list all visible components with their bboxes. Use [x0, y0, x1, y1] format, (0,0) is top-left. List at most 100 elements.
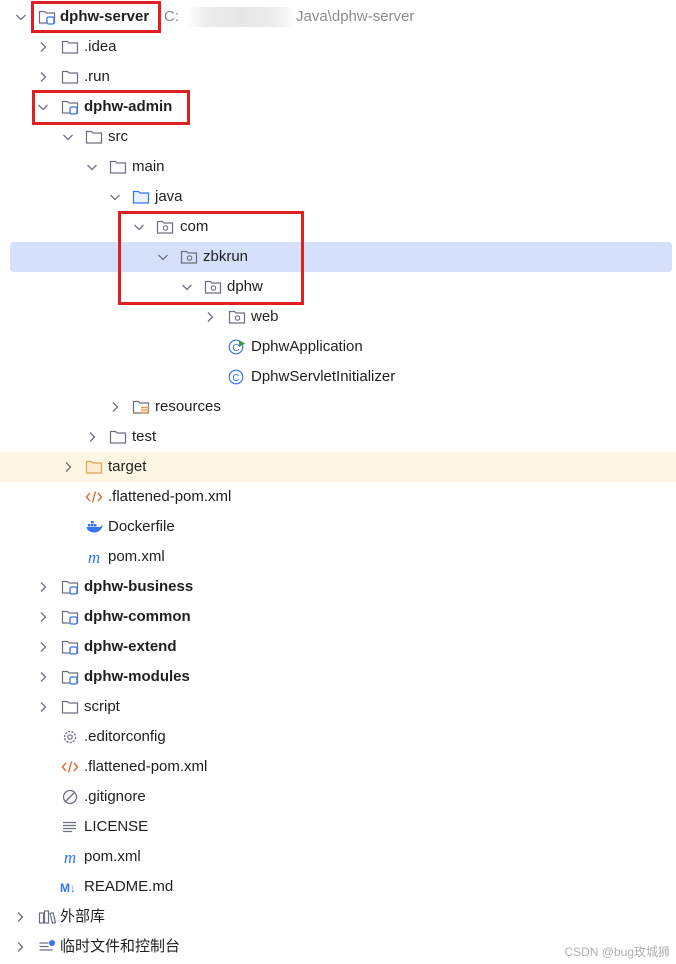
tree-row-dphw-admin[interactable]: dphw-admin — [0, 92, 676, 122]
package-icon — [204, 279, 222, 295]
chevron-right-icon[interactable] — [60, 459, 76, 475]
tree-label: dphw-extend — [84, 638, 177, 655]
tree-label: Dockerfile — [108, 518, 175, 535]
markdown-icon: M↓ — [60, 881, 76, 895]
tree-row-idea[interactable]: .idea — [0, 32, 676, 62]
svg-text:m: m — [88, 549, 100, 565]
tree-label: .flattened-pom.xml — [108, 488, 232, 505]
module-folder-icon — [61, 609, 79, 625]
tree-label: resources — [155, 398, 221, 415]
svg-text:m: m — [64, 849, 76, 865]
xml-file-icon — [85, 489, 103, 505]
svg-text:C: C — [232, 343, 239, 354]
tree-row-dphw-application[interactable]: C DphwApplication — [0, 332, 676, 362]
tree-row-dphw[interactable]: dphw — [0, 272, 676, 302]
module-folder-icon — [61, 99, 79, 115]
scratches-icon — [38, 939, 56, 955]
chevron-down-icon[interactable] — [155, 249, 171, 265]
tree-label: .editorconfig — [84, 728, 166, 745]
chevron-right-icon[interactable] — [12, 909, 28, 925]
watermark: CSDN @bug玫城狮 — [564, 945, 670, 959]
ignore-file-icon — [61, 789, 79, 805]
redacted-path-blur — [186, 7, 296, 27]
tree-row-admin-pom[interactable]: m pom.xml — [0, 542, 676, 572]
svg-text:M↓: M↓ — [60, 881, 76, 895]
root-path-prefix: C: — [164, 8, 179, 25]
tree-row-java[interactable]: java — [0, 182, 676, 212]
tree-row-run[interactable]: .run — [0, 62, 676, 92]
chevron-right-icon[interactable] — [35, 699, 51, 715]
chevron-right-icon[interactable] — [35, 669, 51, 685]
tree-label: dphw-common — [84, 608, 191, 625]
excluded-folder-icon — [85, 459, 103, 475]
tree-row-scratches[interactable]: 临时文件和控制台 — [0, 932, 676, 962]
tree-row-target[interactable]: target — [0, 452, 676, 482]
chevron-down-icon[interactable] — [107, 189, 123, 205]
tree-row-web[interactable]: web — [0, 302, 676, 332]
chevron-right-icon[interactable] — [35, 39, 51, 55]
tree-row-license[interactable]: LICENSE — [0, 812, 676, 842]
tree-row-src[interactable]: src — [0, 122, 676, 152]
spring-boot-class-icon: C — [228, 339, 245, 355]
tree-row-external-libraries[interactable]: 外部库 — [0, 902, 676, 932]
chevron-right-icon[interactable] — [12, 939, 28, 955]
chevron-right-icon[interactable] — [35, 69, 51, 85]
tree-row-script[interactable]: script — [0, 692, 676, 722]
chevron-down-icon[interactable] — [84, 159, 100, 175]
folder-icon — [61, 39, 79, 55]
chevron-right-icon[interactable] — [84, 429, 100, 445]
tree-row-dphw-servlet-initializer[interactable]: C DphwServletInitializer — [0, 362, 676, 392]
resources-folder-icon — [132, 399, 150, 415]
chevron-down-icon[interactable] — [35, 99, 51, 115]
tree-label: zbkrun — [203, 248, 249, 265]
tree-row-gitignore[interactable]: .gitignore — [0, 782, 676, 812]
tree-label: DphwServletInitializer — [251, 368, 396, 385]
tree-row-dphw-extend[interactable]: dphw-extend — [0, 632, 676, 662]
module-folder-icon — [61, 639, 79, 655]
tree-row-com[interactable]: com — [0, 212, 676, 242]
tree-row-root-pom[interactable]: m pom.xml — [0, 842, 676, 872]
tree-label: 外部库 — [60, 908, 106, 925]
module-folder-icon — [61, 669, 79, 685]
folder-icon — [109, 429, 127, 445]
svg-text:C: C — [232, 373, 239, 384]
chevron-right-icon[interactable] — [202, 309, 218, 325]
tree-label: dphw-business — [84, 578, 194, 595]
tree-row-dockerfile[interactable]: Dockerfile — [0, 512, 676, 542]
tree-row-dphw-server[interactable]: dphw-server C: Java\dphw-server — [0, 2, 676, 32]
tree-row-main[interactable]: main — [0, 152, 676, 182]
tree-row-editorconfig[interactable]: .editorconfig — [0, 722, 676, 752]
source-folder-icon — [132, 189, 150, 205]
tree-label: main — [132, 158, 165, 175]
tree-label: dphw — [227, 278, 263, 295]
chevron-right-icon[interactable] — [35, 609, 51, 625]
tree-row-dphw-modules[interactable]: dphw-modules — [0, 662, 676, 692]
tree-row-resources[interactable]: resources — [0, 392, 676, 422]
chevron-down-icon[interactable] — [60, 129, 76, 145]
tree-row-root-flattened-pom[interactable]: .flattened-pom.xml — [0, 752, 676, 782]
tree-row-readme[interactable]: M↓ README.md — [0, 872, 676, 902]
chevron-down-icon[interactable] — [131, 219, 147, 235]
tree-label: .gitignore — [84, 788, 146, 805]
maven-icon: m — [64, 849, 76, 865]
tree-row-dphw-business[interactable]: dphw-business — [0, 572, 676, 602]
chevron-down-icon[interactable] — [179, 279, 195, 295]
tree-row-test[interactable]: test — [0, 422, 676, 452]
tree-label: 临时文件和控制台 — [60, 938, 181, 955]
tree-label: target — [108, 458, 147, 475]
tree-row-admin-flattened-pom[interactable]: .flattened-pom.xml — [0, 482, 676, 512]
package-icon — [180, 249, 198, 265]
tree-label: java — [155, 188, 183, 205]
chevron-down-icon[interactable] — [13, 9, 29, 25]
tree-row-dphw-common[interactable]: dphw-common — [0, 602, 676, 632]
chevron-right-icon[interactable] — [107, 399, 123, 415]
tree-label: README.md — [84, 878, 174, 895]
tree-label: pom.xml — [84, 848, 141, 865]
docker-icon — [85, 519, 103, 535]
gear-icon — [61, 729, 79, 745]
chevron-right-icon[interactable] — [35, 639, 51, 655]
chevron-right-icon[interactable] — [35, 579, 51, 595]
tree-label: pom.xml — [108, 548, 165, 565]
tree-row-zbkrun-selected[interactable]: zbkrun — [10, 242, 672, 272]
